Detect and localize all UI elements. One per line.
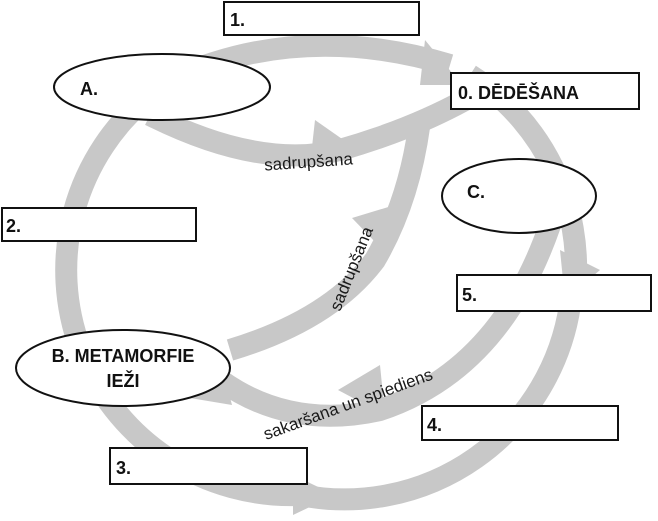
box-1[interactable]: [223, 1, 420, 36]
ellipse-c-label: C.: [467, 182, 485, 202]
arrowhead-pressure: [338, 365, 385, 415]
box-3[interactable]: [109, 447, 308, 485]
ellipse-b-label-line2: IEŽI: [106, 370, 139, 391]
box-5[interactable]: [456, 274, 652, 312]
box-0[interactable]: [450, 72, 640, 110]
ellipse-c[interactable]: [441, 158, 597, 234]
ellipse-a[interactable]: [53, 53, 271, 121]
box-2-label: 2.: [6, 216, 21, 236]
ellipse-b-label-line1: B. METAMORFIE: [52, 346, 195, 366]
box-3-label: 3.: [116, 458, 131, 478]
main-cycle-arc-bottom: [297, 303, 581, 511]
ellipse-a-label: A.: [80, 79, 98, 99]
arrowhead-weathering: [310, 120, 355, 165]
box-0-label: 0. DĒDĒŠANA: [458, 82, 579, 103]
ellipse-b[interactable]: [15, 329, 231, 407]
box-1-label: 1.: [230, 10, 245, 30]
arrowhead-diagonal: [352, 205, 395, 245]
box-4-label: 4.: [427, 415, 442, 435]
diagonal-band: [226, 118, 431, 361]
box-2[interactable]: [1, 207, 197, 242]
box-4[interactable]: [421, 405, 619, 441]
box-5-label: 5.: [462, 285, 477, 305]
